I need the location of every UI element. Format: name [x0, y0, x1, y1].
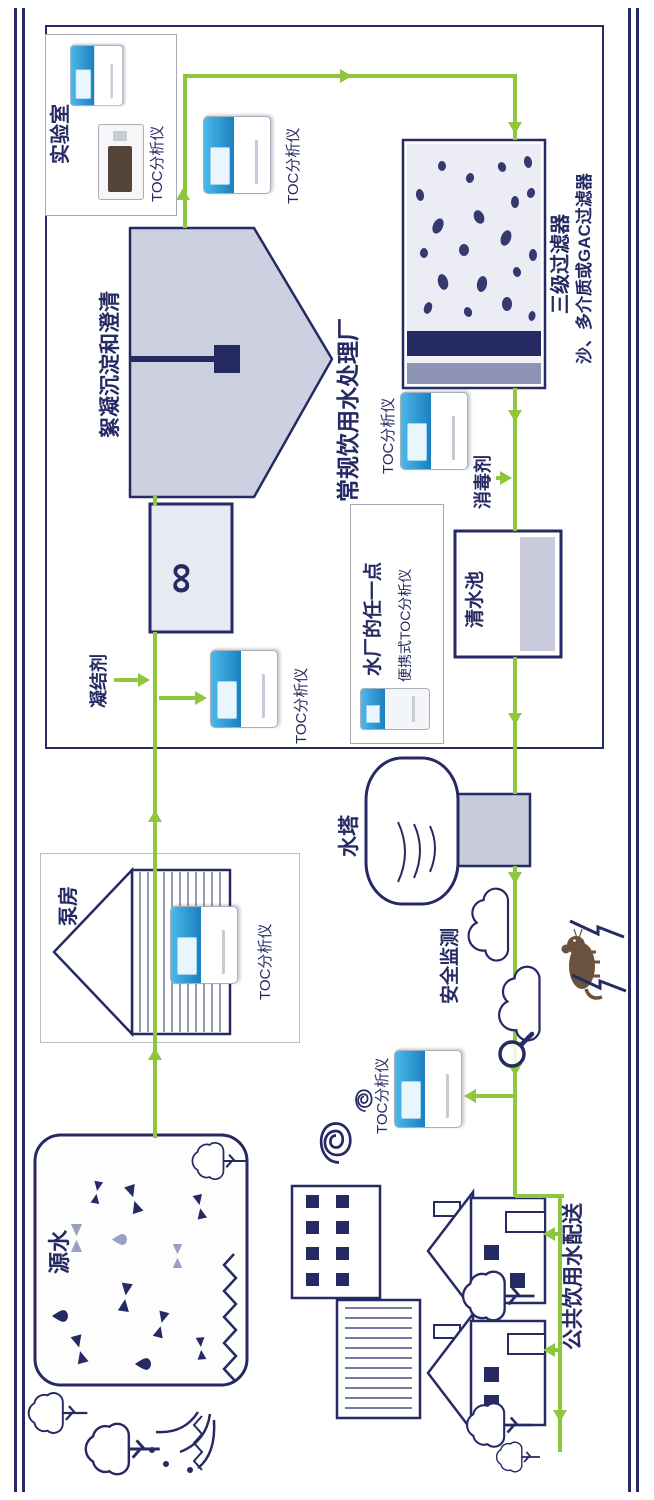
analyzer-branch-line — [159, 696, 195, 700]
rat-icon — [561, 928, 603, 1000]
device-display-panel — [361, 689, 385, 729]
flow-arrow — [553, 1410, 567, 1422]
lightning-icon — [569, 919, 627, 993]
frame-rule — [14, 8, 17, 1492]
flow-arrow — [508, 1064, 522, 1076]
coagulant-label: 凝结剂 — [89, 654, 109, 708]
flow-arrow — [148, 1048, 162, 1060]
filter-label: 三级过滤器 — [550, 214, 572, 314]
fish-icon — [70, 1180, 208, 1365]
source-water-tank — [33, 1133, 249, 1471]
flow-arrow — [176, 188, 190, 200]
flow-line — [513, 657, 517, 794]
house — [426, 1188, 547, 1314]
coagulant-dose-line — [114, 678, 140, 682]
house — [426, 1310, 547, 1436]
portable-subtitle: 便携式TOC分析仪 — [397, 568, 413, 682]
smoke-spiral-icon — [319, 1089, 373, 1164]
flow-arrow — [508, 122, 522, 134]
toc-analyzer-label: TOC分析仪 — [380, 397, 397, 474]
mixer-symbol: ∞ — [155, 562, 204, 594]
lab-bench-device — [98, 124, 144, 200]
water-tower — [364, 756, 532, 906]
device-display-panel — [401, 393, 431, 469]
building — [335, 1298, 422, 1420]
fish-icon — [70, 1224, 183, 1268]
disinfectant-label: 消毒剂 — [473, 455, 493, 509]
service-arrow — [543, 1227, 555, 1241]
device-display-panel — [171, 907, 201, 983]
source-water-label: 源水 — [47, 1229, 72, 1274]
toc-analyzer-device — [70, 45, 124, 106]
water-tower-label: 水塔 — [338, 815, 361, 857]
distribution-label: 公共饮用水配送 — [562, 1203, 585, 1350]
building — [290, 1184, 382, 1300]
flow-arrow — [508, 872, 522, 884]
flow-line — [153, 496, 157, 506]
pump-house-label: 泵房 — [58, 886, 80, 926]
device-display-panel — [211, 651, 241, 727]
service-arrow — [543, 1343, 555, 1357]
tower-ripples — [397, 821, 436, 883]
flow-line — [153, 632, 157, 1043]
toc-analyzer-label: TOC分析仪 — [257, 923, 274, 1000]
device-display-panel — [70, 45, 95, 106]
flow-arrow — [148, 810, 162, 822]
frame-rule — [636, 8, 639, 1492]
flow-arrow — [508, 713, 522, 725]
wave-zigzag-icon — [192, 1253, 238, 1471]
toc-analyzer-device — [400, 392, 468, 470]
flow-line — [513, 866, 517, 1196]
frame-rule — [22, 8, 25, 1492]
tree-icon — [27, 1141, 247, 1476]
flow-arrow — [508, 410, 522, 422]
splash-icon — [149, 1411, 216, 1473]
tree-icon — [461, 1270, 541, 1473]
plant-title: 常规饮用水处理厂 — [335, 318, 361, 502]
filter-sublabel: 沙、多介质或GAC过滤器 — [575, 173, 594, 364]
coagulant-dose-arrow — [138, 673, 150, 687]
toc-analyzer-label: TOC分析仪 — [149, 125, 166, 202]
analyzer-branch-arrow — [195, 691, 207, 705]
clear-well-label: 清水池 — [465, 570, 486, 628]
toc-analyzer-device — [170, 906, 238, 984]
disinfectant-dose-arrow — [500, 471, 512, 485]
portable-title: 水厂的任一点 — [363, 561, 384, 676]
lab-label: 实验室 — [50, 104, 72, 164]
flow-line — [183, 74, 187, 228]
frame-rule — [628, 8, 631, 1492]
cloud-icon — [467, 887, 541, 1042]
clarification-label: 絮凝沉淀和澄清 — [99, 291, 122, 438]
portable-toc-device — [360, 688, 430, 730]
device-display-panel — [204, 117, 234, 193]
toc-analyzer-label: TOC分析仪 — [293, 667, 310, 744]
device-display-panel — [395, 1051, 425, 1127]
toc-analyzer-device — [203, 116, 271, 194]
flow-arrow — [340, 69, 352, 83]
toc-analyzer-label: TOC分析仪 — [285, 127, 302, 204]
toc-analyzer-label: TOC分析仪 — [374, 1057, 391, 1134]
device-front-panel — [108, 146, 132, 192]
toc-analyzer-device — [210, 650, 278, 728]
toc-analyzer-device — [394, 1050, 462, 1128]
flow-line — [515, 1194, 564, 1198]
safety-monitoring-label: 安全监测 — [440, 927, 461, 1004]
tower-column — [448, 792, 532, 868]
analyzer-branch-arrow — [464, 1089, 476, 1103]
